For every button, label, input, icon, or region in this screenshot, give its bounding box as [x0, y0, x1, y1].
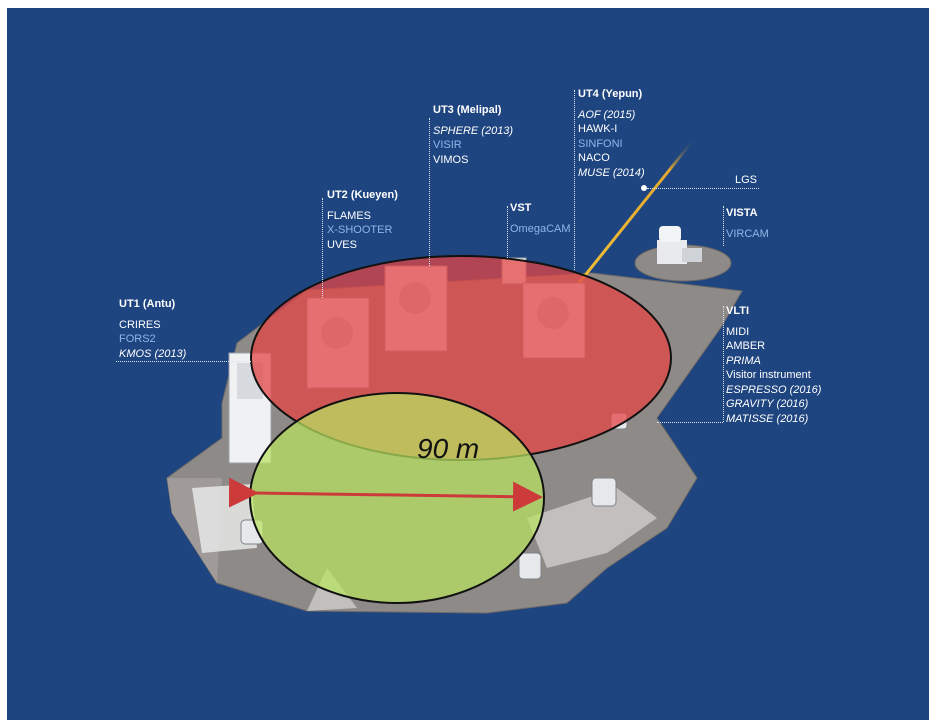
ut3-instrument: SPHERE (2013)	[433, 124, 514, 137]
distance-label: 90 m	[417, 433, 480, 464]
ut3-instrument: VISIR	[433, 139, 462, 151]
ut3-title: UT3 (Melipal)	[433, 104, 502, 116]
lgs-label-group: LGS	[735, 173, 757, 188]
vista-leader-line	[723, 206, 724, 246]
ut1-instrument: KMOS (2013)	[119, 347, 187, 360]
laser-beam	[565, 137, 697, 299]
vlti-instrument: AMBER	[726, 340, 766, 352]
ut1-instrument: FORS2	[119, 333, 156, 345]
ut4-label-group: UT4 (Yepun) AOF (2015) HAWK-I SINFONI NACO M…	[578, 87, 645, 180]
vlti-instrument: PRIMA	[726, 354, 761, 367]
ut4-instrument: HAWK-I	[578, 123, 618, 135]
ut4-instrument: SINFONI	[578, 137, 623, 150]
ut4-instrument: MUSE (2014)	[578, 166, 645, 179]
ut2-label-group: UT2 (Kueyen) FLAMES X-SHOOTER UVES	[327, 188, 398, 252]
vista-telescope-illustration	[634, 226, 732, 282]
ut1-title: UT1 (Antu)	[119, 298, 176, 310]
lgs-title: LGS	[735, 174, 758, 186]
vst-instrument: OmegaCAM	[510, 222, 571, 235]
vst-title: VST	[510, 202, 532, 214]
vista-title: VISTA	[726, 207, 758, 219]
ut4-leader-line	[574, 90, 575, 270]
ut2-title: UT2 (Kueyen)	[327, 189, 398, 201]
vst-leader-line	[507, 206, 508, 258]
ut4-instrument: AOF (2015)	[578, 108, 636, 121]
ut3-leader-line	[429, 118, 430, 266]
ut1-instrument: CRIRES	[119, 318, 161, 331]
ut2-instrument: X-SHOOTER	[327, 224, 393, 236]
vlti-instrument: Visitor instrument	[726, 369, 811, 381]
vst-label-group: VST OmegaCAM	[510, 201, 571, 236]
vlti-leader-line	[723, 306, 724, 422]
ut4-instrument: NACO	[578, 152, 610, 164]
lgs-point	[641, 185, 647, 191]
vlti-leader-line-h	[657, 422, 723, 423]
lgs-leader-line	[647, 188, 759, 189]
ut2-instrument: UVES	[327, 238, 357, 251]
green-overlay-ellipse	[249, 392, 545, 604]
ut2-instrument: FLAMES	[327, 209, 372, 222]
vista-instrument: VIRCAM	[726, 227, 769, 240]
distance-arrow	[228, 477, 543, 512]
ut3-instrument: VIMOS	[433, 153, 469, 166]
observatory-illustration	[166, 137, 743, 614]
vlti-instrument: MIDI	[726, 325, 750, 338]
vlti-instrument: GRAVITY (2016)	[726, 398, 809, 410]
vlti-instrument: MATISSE (2016)	[726, 412, 809, 425]
ut2-leader-line	[322, 198, 323, 298]
ut3-label-group: UT3 (Melipal) SPHERE (2013) VISIR VIMOS	[433, 103, 513, 167]
vlti-title: VLTI	[726, 305, 750, 317]
vista-label-group: VISTA VIRCAM	[726, 206, 769, 241]
ut4-title: UT4 (Yepun)	[578, 88, 643, 100]
vlti-instrument: ESPRESSO (2016)	[726, 383, 822, 396]
ut1-leader-line	[116, 361, 251, 362]
